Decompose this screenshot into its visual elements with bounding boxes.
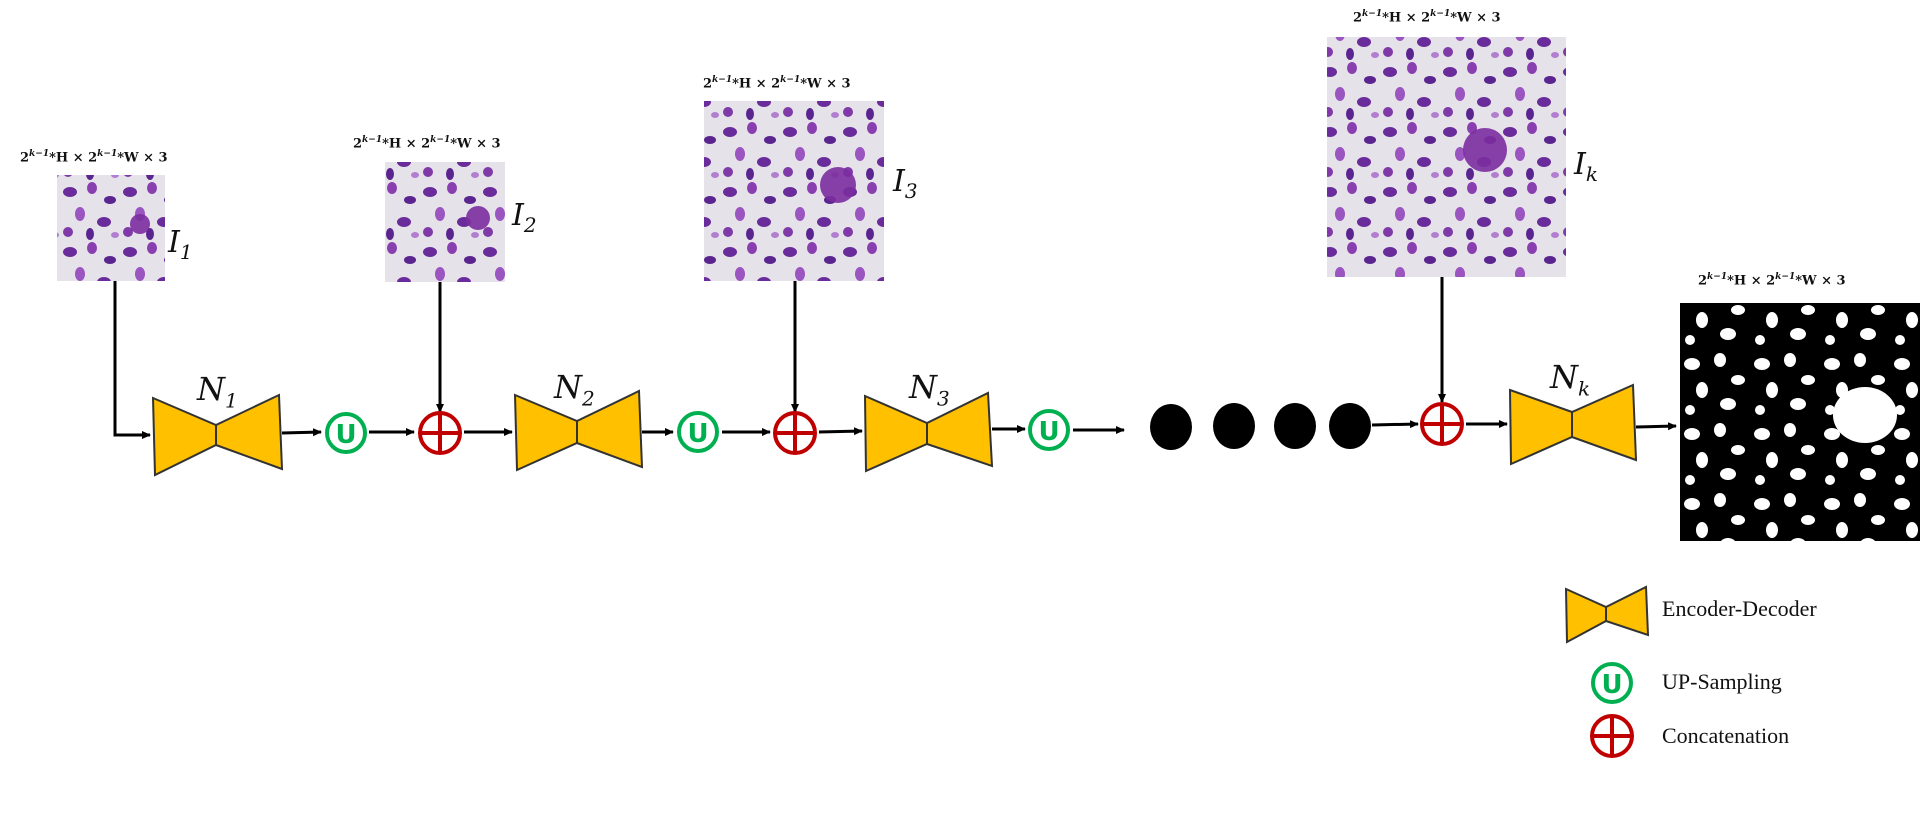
network-label-nk: Nk [1550,358,1591,401]
arrow-nk-output [1635,422,1677,431]
input-label-2: I2 [512,198,537,237]
dimension-label-3: 2k−1*H × 2k−1*W × 3 [703,75,851,92]
upsampling-icon-2: U [677,411,719,453]
upsampling-icon-1: U [325,412,367,454]
concatenation-icon-k [1420,402,1464,446]
input-image-3 [704,101,884,281]
arrow-input-1 [113,281,151,439]
ellipsis-dot-3 [1274,403,1316,449]
large-cell-3 [820,167,856,203]
arrow-ellipsis-catk [1371,420,1419,429]
upsampling-icon-3: U [1028,409,1070,451]
arrow-cat2-n3 [818,427,863,436]
ellipsis-dot-1 [1150,404,1192,450]
svg-text:U: U [335,420,356,450]
svg-text:U: U [1038,417,1059,447]
network-label-n1: N1 [197,370,238,413]
legend-upsampling-label: UP-Sampling [1662,669,1782,694]
mask-large-blob [1833,387,1897,443]
ellipsis-dot-4 [1329,403,1371,449]
input-image-k [1327,37,1566,277]
network-label-n2: N2 [554,368,595,411]
ellipsis-dot-2 [1213,403,1255,449]
dimension-label-k: 2k−1*H × 2k−1*W × 3 [1353,9,1501,26]
large-cell-1 [130,214,150,234]
dimension-label-1: 2k−1*H × 2k−1*W × 3 [20,149,168,166]
dimension-label-2: 2k−1*H × 2k−1*W × 3 [353,135,501,152]
arrow-n1-up1 [281,428,322,437]
legend-encoder-decoder-label: Encoder-Decoder [1662,596,1817,621]
large-cell-k [1463,128,1507,172]
input-label-3: I3 [893,164,918,203]
svg-text:U: U [1601,670,1622,700]
legend-concatenation-label: Concatenation [1662,723,1790,748]
legend-upsampling-icon: U [1591,662,1633,704]
input-label-k: Ik [1574,147,1598,186]
legend-concatenation-icon [1590,714,1634,758]
large-cell-2 [466,206,490,230]
network-label-n3: N3 [909,368,950,411]
concatenation-icon-1 [418,411,462,455]
svg-text:U: U [687,419,708,449]
dimension-label-output: 2k−1*H × 2k−1*W × 3 [1698,272,1846,289]
input-label-1: I1 [168,225,193,264]
concatenation-icon-2 [773,411,817,455]
